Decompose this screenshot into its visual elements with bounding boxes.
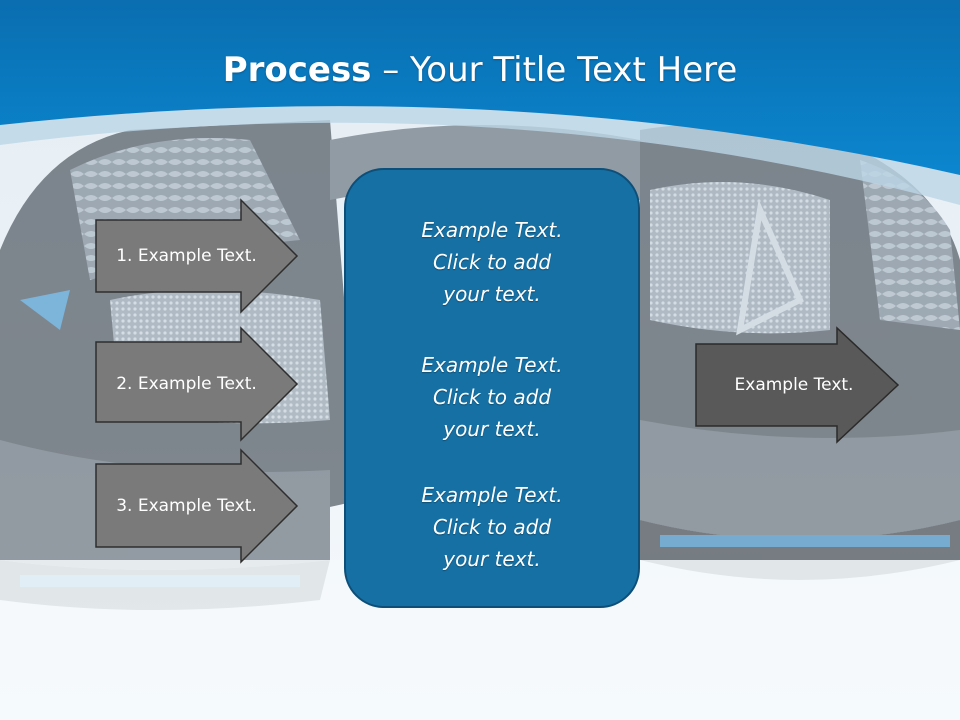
arrow-shape-2 — [95, 326, 299, 442]
output-label: Example Text. — [734, 375, 854, 395]
paragraph-3-line-2: Click to add — [432, 515, 552, 539]
step-label-1: 1. Example Text. — [116, 246, 257, 266]
paragraph-1-line-3: your text. — [443, 282, 541, 306]
paragraph-2-line-2: Click to add — [432, 385, 552, 409]
paragraph-1-line-2: Click to add — [432, 250, 552, 274]
output-arrow[interactable]: Example Text. — [694, 326, 900, 444]
center-paragraph-1: Example Text. Click to add your text. — [346, 214, 638, 310]
slide-title[interactable]: Process – Your Title Text Here — [0, 50, 960, 90]
step-label-2: 2. Example Text. — [116, 374, 257, 394]
arrow-shape-1 — [95, 198, 299, 314]
paragraph-2-line-1: Example Text. — [421, 353, 563, 377]
paragraph-3-line-3: your text. — [443, 547, 541, 571]
title-bold-text: Process — [222, 50, 372, 90]
title-rest-text: – Your Title Text Here — [371, 50, 738, 90]
paragraph-2-line-3: your text. — [443, 417, 541, 441]
center-paragraph-2: Example Text. Click to add your text. — [346, 349, 638, 445]
paragraph-1-line-1: Example Text. — [421, 218, 563, 242]
step-arrow-3[interactable]: 3. Example Text. — [94, 448, 299, 564]
step-label-3: 3. Example Text. — [116, 496, 257, 516]
step-arrow-1[interactable]: 1. Example Text. — [94, 198, 299, 314]
paragraph-3-line-1: Example Text. — [421, 483, 563, 507]
center-process-box[interactable]: Example Text. Click to add your text. Ex… — [344, 168, 640, 608]
output-arrow-shape — [695, 326, 900, 444]
center-paragraph-3: Example Text. Click to add your text. — [346, 479, 638, 575]
arrow-shape-3 — [95, 448, 299, 564]
step-arrow-2[interactable]: 2. Example Text. — [94, 326, 299, 442]
